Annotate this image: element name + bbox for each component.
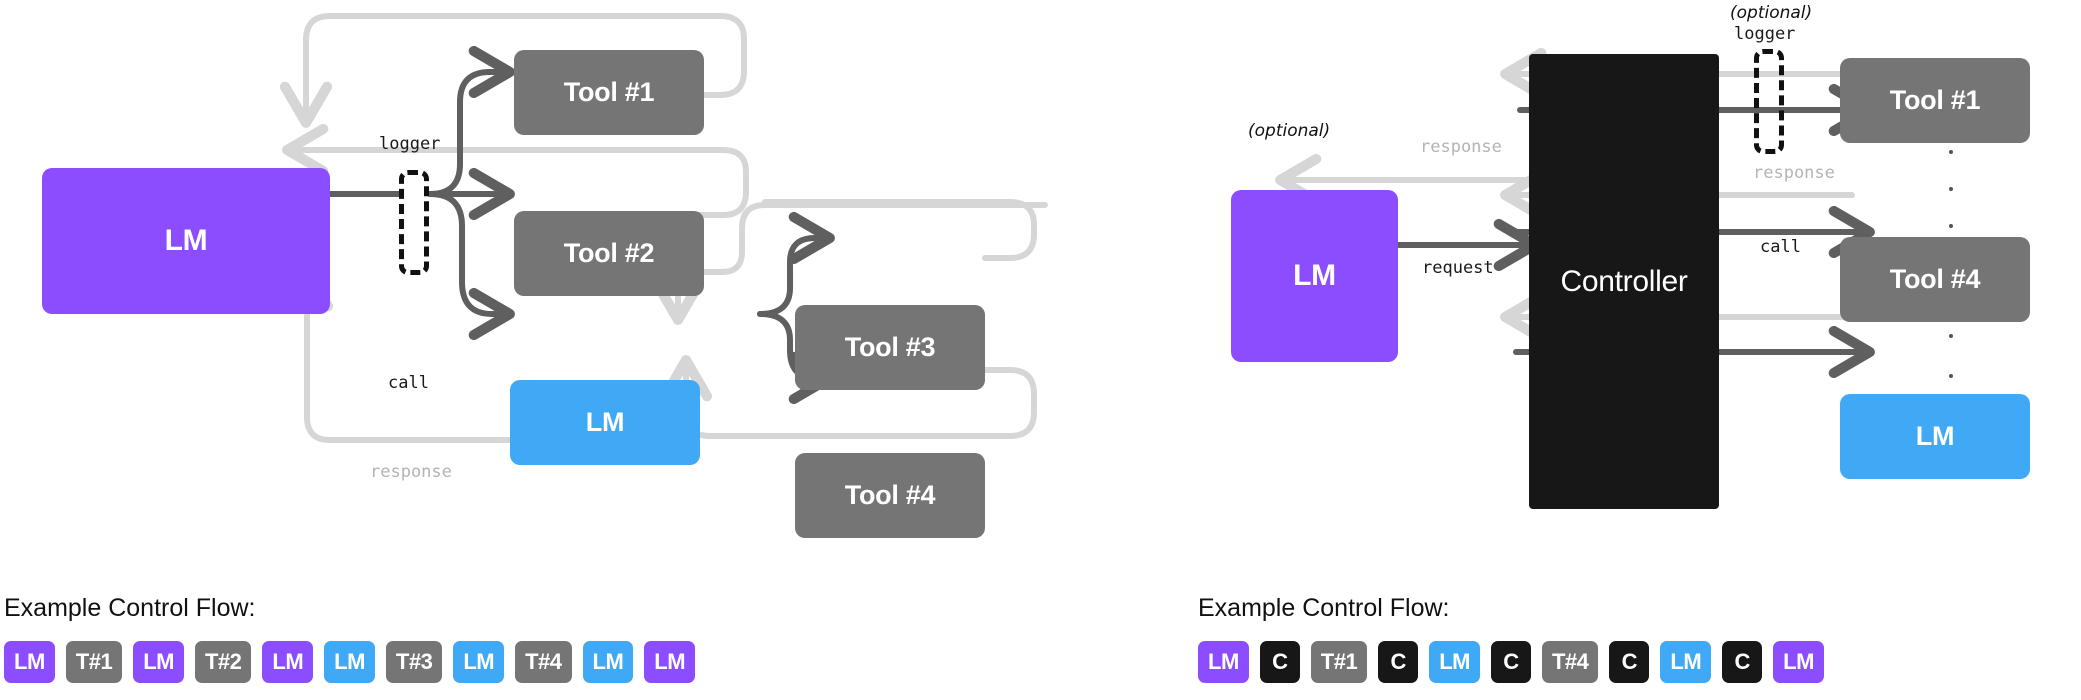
right-label-optional-lm: (optional) [1248, 121, 1331, 141]
ellipsis-dot-icon [1949, 150, 1953, 154]
left-node-tool4[interactable]: Tool #4 [795, 453, 985, 538]
flow-chip: C [1722, 641, 1763, 683]
left-label-call: call [388, 373, 429, 393]
left-wire-call-tool1 [427, 45, 515, 197]
right-label-request: request [1422, 258, 1494, 278]
flow-chip: LM [1198, 641, 1249, 683]
right-node-tool1-label: Tool #1 [1889, 85, 1981, 115]
left-node-tool1-label: Tool #1 [563, 77, 655, 107]
ellipsis-dot-icon [1949, 187, 1953, 191]
right-label-response-tool: response [1753, 163, 1835, 183]
left-node-tool3-label: Tool #3 [844, 332, 936, 362]
right-node-tool1[interactable]: Tool #1 [1840, 58, 2030, 143]
flow-chip: T#4 [1541, 641, 1599, 683]
right-node-lm-main[interactable]: LM [1231, 190, 1398, 362]
left-wire-tool2-response [282, 123, 749, 218]
flow-chip: C [1259, 641, 1300, 683]
left-node-tool1[interactable]: Tool #1 [514, 50, 704, 135]
ellipsis-dot-icon [1949, 374, 1953, 378]
right-tool-ellipsis-lower [1948, 334, 1954, 378]
left-node-lm-main[interactable]: LM [42, 168, 330, 314]
left-wire-sublm-tool3 [757, 211, 835, 317]
right-logger-box [1754, 49, 1784, 154]
ellipsis-dot-icon [1949, 224, 1953, 228]
right-label-response-lm: response [1420, 137, 1502, 157]
flow-chip: LM [644, 641, 696, 683]
ellipsis-dot-icon [1949, 334, 1953, 338]
left-legend-title: Example Control Flow: [4, 594, 256, 622]
flow-chip: T#1 [65, 641, 123, 683]
right-label-logger: logger [1734, 24, 1796, 44]
flow-chip: C [1378, 641, 1419, 683]
left-label-response: response [370, 462, 452, 482]
right-node-lm-sub-label: LM [1915, 421, 1955, 451]
right-legend-title: Example Control Flow: [1198, 594, 1450, 622]
left-logger-box [399, 170, 429, 275]
right-node-tool4[interactable]: Tool #4 [1840, 237, 2030, 322]
flow-chip: LM [262, 641, 314, 683]
flow-chip: LM [582, 641, 634, 683]
left-node-lm-sub-label: LM [585, 407, 625, 437]
flow-chip: T#3 [385, 641, 443, 683]
left-node-tool2[interactable]: Tool #2 [514, 211, 704, 296]
right-node-controller-label: Controller [1560, 264, 1688, 298]
right-node-tool4-label: Tool #4 [1889, 264, 1981, 294]
right-tool-ellipsis [1948, 150, 1954, 228]
flow-chip: T#2 [194, 641, 252, 683]
left-wire-tool3-response [762, 199, 1037, 261]
left-label-logger: logger [379, 134, 441, 154]
left-node-tool4-label: Tool #4 [844, 480, 936, 510]
flow-chip: T#4 [515, 641, 572, 683]
left-wire-tool2-to-sublm [651, 202, 1048, 325]
left-node-lm-main-label: LM [164, 224, 208, 257]
left-node-tool3[interactable]: Tool #3 [795, 305, 985, 390]
flow-chip: C [1490, 641, 1531, 683]
flow-chip: LM [133, 641, 184, 683]
right-node-lm-sub[interactable]: LM [1840, 394, 2030, 479]
flow-chip: LM [1660, 641, 1712, 683]
right-node-controller[interactable]: Controller [1529, 54, 1719, 509]
flow-chip: C [1609, 641, 1650, 683]
flow-chip: LM [1773, 641, 1824, 683]
flow-chip: T#1 [1310, 641, 1368, 683]
flow-chip: LM [4, 641, 55, 683]
left-wire-call-sublm [427, 191, 515, 341]
left-node-tool2-label: Tool #2 [563, 238, 655, 268]
right-label-call: call [1760, 237, 1801, 257]
right-node-lm-main-label: LM [1293, 259, 1336, 292]
flow-chip: LM [1429, 641, 1480, 683]
right-label-optional-logger: (optional) [1730, 3, 1813, 23]
flow-chip: LM [453, 641, 505, 683]
left-node-lm-sub[interactable]: LM [510, 380, 700, 465]
flow-chip: LM [324, 641, 375, 683]
